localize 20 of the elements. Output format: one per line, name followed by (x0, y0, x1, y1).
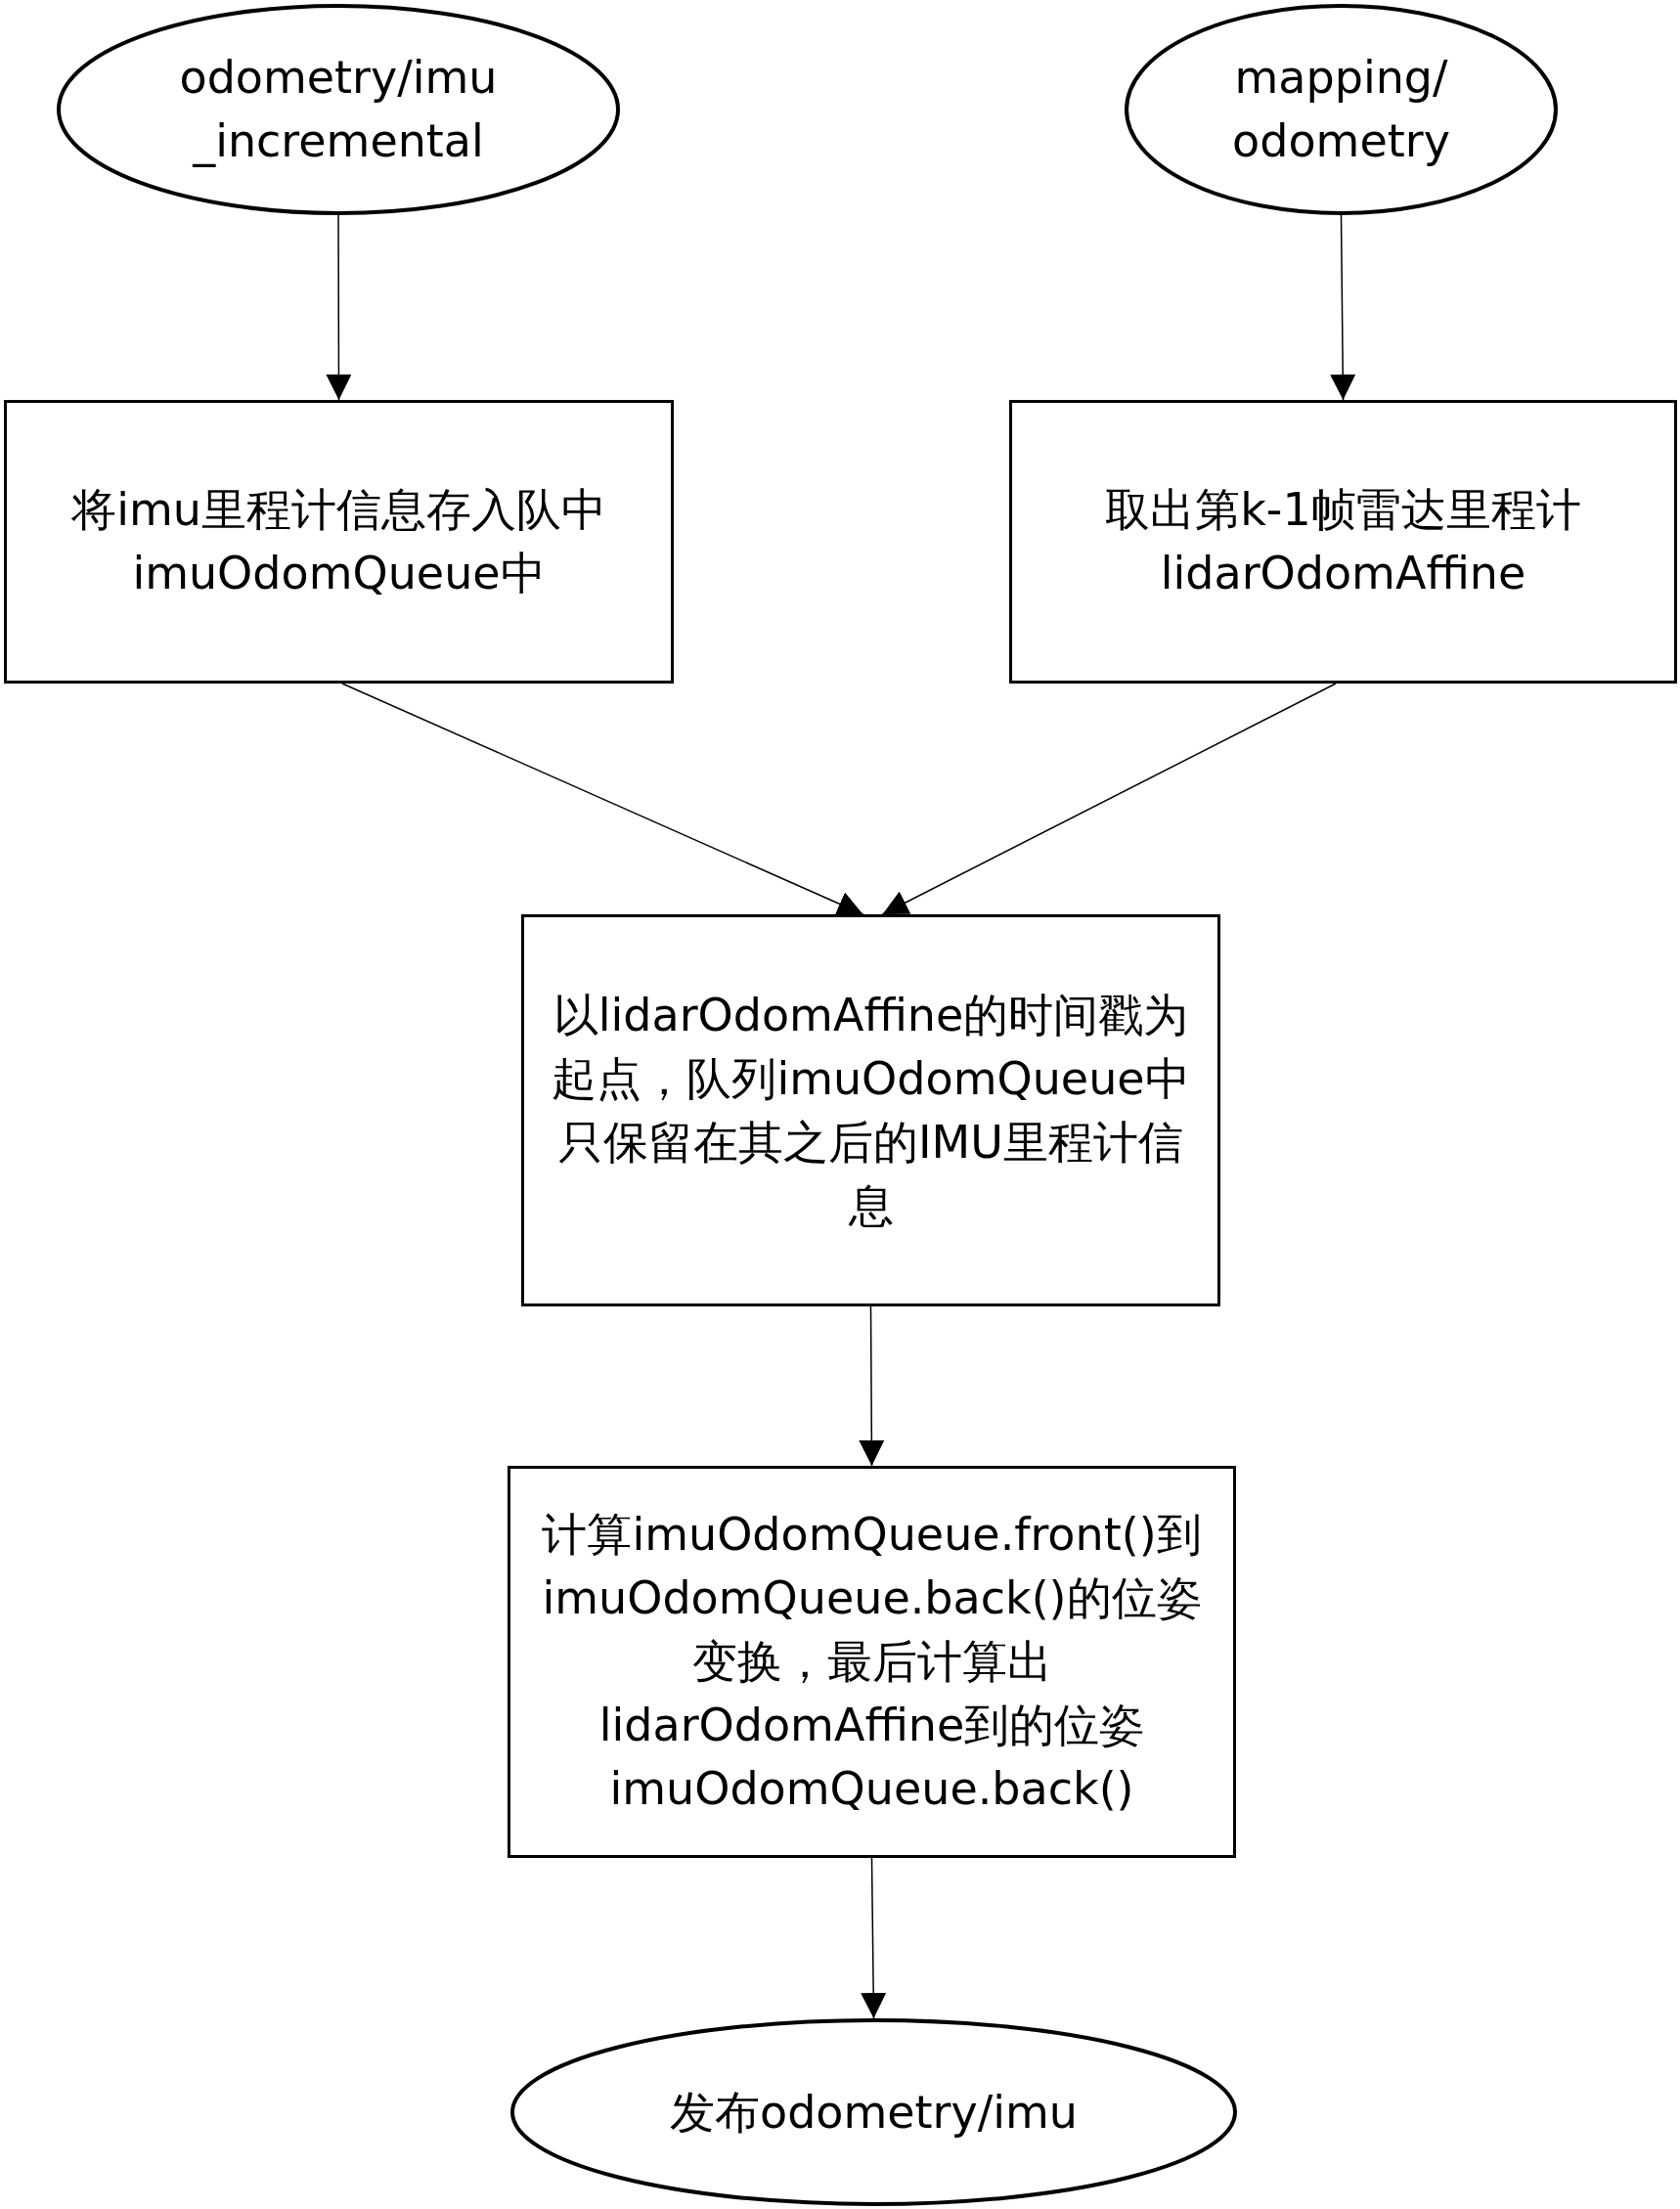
arrow (861, 1857, 887, 2019)
node-text: 将imu里程计信息存入队中imuOdomQueue中 (70, 482, 607, 601)
node-text: 计算imuOdomQueue.front()到imuOdomQueue.back()的位姿变换，最后计算出lidarOdomAffine到的位姿imuOdomQueue.back() (541, 1507, 1203, 1817)
topic-ellipse (1125, 4, 1558, 215)
node-text: odometry/imu _incremental (178, 50, 499, 169)
process-box (508, 1466, 1236, 1858)
topic-ellipse (57, 4, 620, 215)
arrow (326, 214, 352, 401)
process-box (1009, 400, 1677, 684)
node-text: mapping/ odometry (1231, 50, 1451, 169)
arrow (1330, 214, 1356, 401)
topic-ellipse (510, 2018, 1237, 2206)
process-box (521, 914, 1220, 1306)
arrow (341, 683, 864, 916)
arrow (881, 683, 1337, 915)
process-box (4, 400, 674, 684)
node-text: 取出第k-1帧雷达里程计lidarOdomAffine (1104, 482, 1582, 601)
node-text: 发布odometry/imu (670, 2084, 1078, 2141)
node-text: 以lidarOdomAffine的时间戳为起点，队列imuOdomQueue中只保留在其之后的IMU里程计信息 (551, 987, 1191, 1234)
arrow (859, 1305, 885, 1467)
